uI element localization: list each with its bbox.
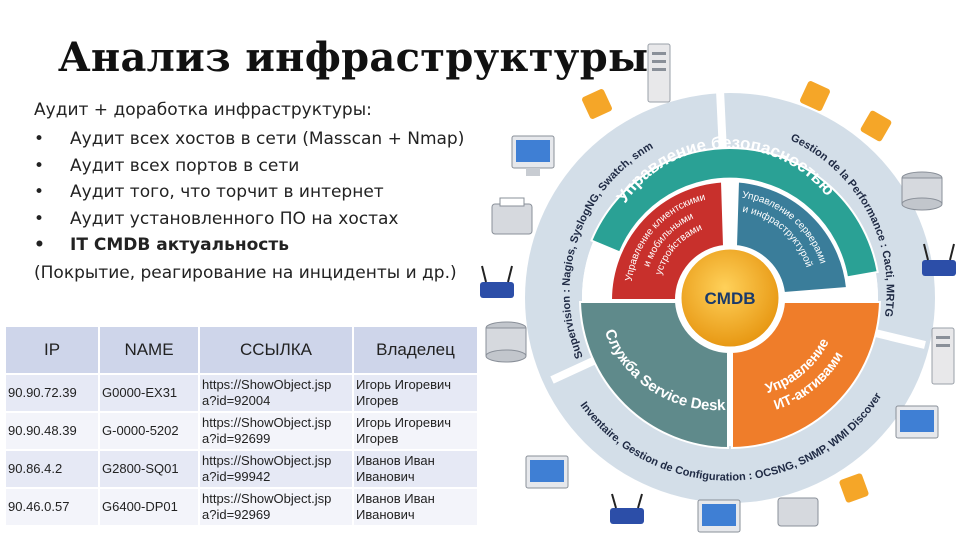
desktop-computer-icon	[697, 499, 741, 533]
header-ip: IP	[4, 325, 100, 375]
cell-name: G0000-EX31	[98, 373, 200, 413]
bullet-list: Аудит всех хостов в сети (Masscan + Nmap…	[34, 126, 464, 259]
server-tower-icon	[647, 43, 671, 103]
chart-icon	[800, 81, 830, 111]
hosts-table: IP NAME ССЫЛКА Владелец 90.90.72.39 G000…	[4, 325, 479, 527]
header-owner: Владелец	[352, 325, 479, 375]
server-tower-icon	[931, 327, 955, 385]
router-icon	[480, 265, 514, 298]
router-icon	[922, 243, 956, 276]
cell-ip: 90.90.72.39	[4, 373, 100, 413]
segment-assets	[731, 301, 882, 450]
database-server-icon	[901, 171, 943, 211]
chart-icon	[582, 89, 612, 119]
bullet-item: Аудит того, что торчит в интернет	[34, 179, 464, 206]
printer-icon	[491, 197, 533, 235]
printer-icon	[777, 497, 819, 527]
label-cmdb: CMDB	[705, 289, 756, 308]
cell-name: G-0000-5202	[98, 411, 200, 451]
chart-icon	[839, 473, 869, 503]
segment-servers	[734, 180, 849, 295]
header-link: ССЫЛКА	[198, 325, 354, 375]
cell-ip: 90.46.0.57	[4, 487, 100, 527]
segment-service-desk	[578, 301, 729, 450]
outro-text: (Покрытие, реагирование на инциденты и д…	[34, 263, 457, 283]
chart-icon	[860, 110, 892, 142]
cmdb-diagram: Supervision : Nagios, SyslogNG, Swatch, …	[478, 40, 956, 533]
center-cmdb	[678, 246, 782, 350]
desktop-computer-icon	[511, 135, 555, 176]
database-server-icon	[485, 321, 527, 363]
cell-name: G6400-DP01	[98, 487, 200, 527]
table-row: 90.90.48.39 G-0000-5202 https://ShowObje…	[4, 411, 479, 451]
bullet-item-cmdb: IT CMDB актуальность	[34, 232, 464, 259]
cell-name: G2800-SQ01	[98, 449, 200, 489]
desktop-computer-icon	[525, 455, 569, 489]
header-name: NAME	[98, 325, 200, 375]
intro-text: Аудит + доработка инфраструктуры:	[34, 100, 372, 120]
segment-security	[590, 147, 879, 279]
table-row: 90.46.0.57 G6400-DP01 https://ShowObject…	[4, 487, 479, 527]
slide-title: Анализ инфраструктуры	[58, 34, 649, 81]
table-row: 90.90.72.39 G0000-EX31 https://ShowObjec…	[4, 373, 479, 413]
bullet-item: Аудит установленного ПО на хостах	[34, 206, 464, 233]
cell-ip: 90.86.4.2	[4, 449, 100, 489]
table-header-row: IP NAME ССЫЛКА Владелец	[4, 325, 479, 375]
cell-ip: 90.90.48.39	[4, 411, 100, 451]
router-icon	[610, 493, 644, 524]
desktop-computer-icon	[895, 405, 939, 439]
table-row: 90.86.4.2 G2800-SQ01 https://ShowObject.…	[4, 449, 479, 489]
bullet-item: Аудит всех хостов в сети (Masscan + Nmap…	[34, 126, 464, 153]
bullet-item: Аудит всех портов в сети	[34, 153, 464, 180]
segment-clients	[609, 180, 726, 301]
